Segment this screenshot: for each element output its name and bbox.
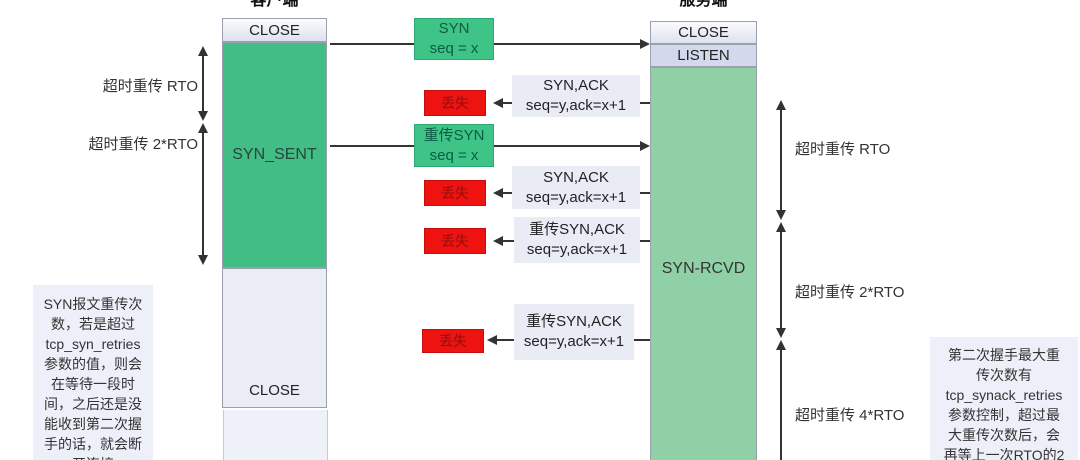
- client-state-close-top: CLOSE: [222, 18, 327, 42]
- message-syn: SYN seq = x: [414, 18, 494, 60]
- message-resynack-1: 重传SYN,ACK seq=y,ack=x+1: [514, 217, 640, 263]
- loss-badge-4: 丢失: [422, 329, 484, 353]
- left-measure-line-1: [202, 54, 204, 118]
- left-note-line-4: 参数的值，则会: [44, 356, 142, 372]
- right-measure-mid1-arrow-down-icon: [776, 210, 786, 220]
- right-timeout-4rto-label: 超时重传 4*RTO: [795, 407, 905, 424]
- right-measure-mid2-arrow-up-icon: [776, 340, 786, 350]
- server-state-close: CLOSE: [650, 21, 757, 44]
- right-measure-line-2: [780, 230, 782, 330]
- left-note-syn-retries: SYN报文重传次 数，若是超过 tcp_syn_retries 参数的值，则会 …: [33, 285, 153, 460]
- right-note-synack-retries: 第二次握手最大重 传次数有 tcp_synack_retries 参数控制，超过…: [930, 337, 1078, 460]
- message-resynack-2-title: 重传SYN,ACK: [526, 313, 622, 330]
- right-timeout-2rto-label: 超时重传 2*RTO: [795, 284, 905, 301]
- message-resynack-1-detail: seq=y,ack=x+1: [526, 241, 628, 258]
- arrowhead-synack-1-left-icon: [493, 98, 503, 108]
- right-note-line-3: tcp_synack_retries: [945, 387, 1063, 403]
- arrowhead-synack-2-left-icon: [493, 188, 503, 198]
- client-state-close-bottom: CLOSE: [222, 268, 327, 408]
- arrowhead-syn-right-icon: [640, 39, 650, 49]
- loss-badge-2: 丢失: [424, 180, 486, 206]
- client-column-continuation: [223, 410, 328, 460]
- right-note-line-5: 大重传次数后，会: [948, 427, 1060, 443]
- loss-badge-3-text: 丢失: [441, 233, 469, 249]
- left-note-line-9: 开连接: [33, 454, 153, 460]
- server-listen-text: LISTEN: [677, 47, 730, 64]
- client-state-syn-sent: SYN_SENT: [222, 42, 327, 268]
- left-measure-line-2: [202, 131, 204, 255]
- message-resynack-2: 重传SYN,ACK seq=y,ack=x+1: [514, 304, 634, 360]
- server-state-syn-rcvd: SYN-RCVD: [650, 67, 757, 460]
- client-syn-sent-text: SYN_SENT: [232, 146, 317, 163]
- left-timeout-2rto-label: 超时重传 2*RTO: [88, 136, 198, 153]
- message-resynack-2-detail: seq=y,ack=x+1: [523, 333, 625, 350]
- arrowhead-resyn-right-icon: [640, 141, 650, 151]
- message-synack-1-title: SYN,ACK: [543, 77, 609, 94]
- right-note-line-6: 再等上一次RTO的2: [943, 447, 1065, 460]
- message-resyn-detail: seq = x: [429, 146, 479, 164]
- right-note-line-2: 传次数有: [976, 367, 1032, 383]
- left-note-line-2: 数，若是超过: [51, 316, 135, 332]
- left-note-line-8: 手的话，就会断: [44, 436, 142, 452]
- message-synack-1: SYN,ACK seq=y,ack=x+1: [512, 75, 640, 117]
- left-note-line-5: 在等待一段时: [51, 376, 135, 392]
- right-measure-mid2-arrow-down-icon: [776, 328, 786, 338]
- loss-badge-2-text: 丢失: [441, 185, 469, 201]
- loss-badge-1: 丢失: [424, 90, 486, 116]
- message-synack-1-detail: seq=y,ack=x+1: [525, 97, 627, 114]
- server-syn-rcvd-text: SYN-RCVD: [661, 260, 746, 277]
- right-measure-line-3: [780, 348, 782, 460]
- server-column-label: 服务端: [679, 0, 728, 9]
- loss-badge-3: 丢失: [424, 228, 486, 254]
- left-note-line-3: tcp_syn_retries: [45, 336, 141, 352]
- message-resyn: 重传SYN seq = x: [414, 124, 494, 167]
- message-synack-2: SYN,ACK seq=y,ack=x+1: [512, 166, 640, 209]
- arrowhead-resynack-1-left-icon: [493, 236, 503, 246]
- left-measure-mid-arrow-up-icon: [198, 123, 208, 133]
- client-column-label: 客户端: [250, 0, 299, 9]
- arrowhead-resynack-2-left-icon: [487, 335, 497, 345]
- right-timeout-rto-label: 超时重传 RTO: [795, 141, 891, 158]
- message-resynack-1-title: 重传SYN,ACK: [529, 221, 625, 238]
- left-note-line-7: 能收到第二次握: [44, 416, 142, 432]
- client-close-bottom-text: CLOSE: [249, 382, 300, 399]
- right-note-line-4: 参数控制，超过最: [948, 407, 1060, 423]
- left-measure-top-arrow-icon: [198, 46, 208, 56]
- left-note-line-6: 间，之后还是没: [44, 396, 142, 412]
- loss-badge-1-text: 丢失: [441, 95, 469, 111]
- right-note-line-1: 第二次握手最大重: [948, 347, 1060, 363]
- right-measure-mid1-arrow-up-icon: [776, 222, 786, 232]
- left-note-line-1: SYN报文重传次: [43, 296, 143, 312]
- message-syn-title: SYN: [438, 20, 470, 37]
- message-syn-detail: seq = x: [429, 40, 479, 57]
- left-measure-bottom-arrow-icon: [198, 255, 208, 265]
- client-close-top-text: CLOSE: [249, 21, 300, 39]
- server-state-listen: LISTEN: [650, 44, 757, 67]
- message-synack-2-detail: seq=y,ack=x+1: [525, 188, 627, 206]
- right-measure-line-1: [780, 108, 782, 212]
- loss-badge-4-text: 丢失: [439, 333, 467, 349]
- left-measure-mid-arrow-down-icon: [198, 111, 208, 121]
- left-timeout-rto-label: 超时重传 RTO: [102, 78, 198, 95]
- message-resyn-title: 重传SYN: [423, 126, 485, 144]
- server-close-text: CLOSE: [678, 24, 729, 41]
- right-measure-top-arrow-icon: [776, 100, 786, 110]
- message-synack-2-title: SYN,ACK: [543, 168, 609, 186]
